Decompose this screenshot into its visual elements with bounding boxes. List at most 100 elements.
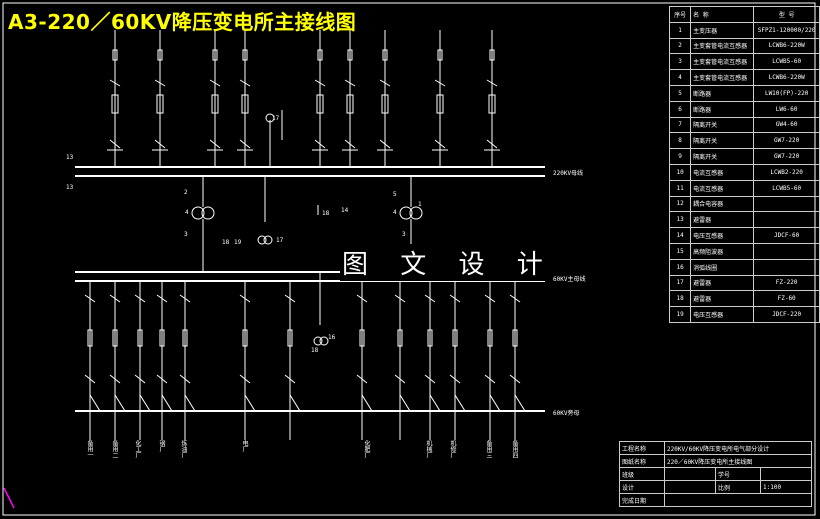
- disconnector: [134, 294, 146, 303]
- bypass-link: [89, 394, 101, 412]
- circuit-breaker: [182, 329, 188, 347]
- feeder-label: 机修厂: [449, 440, 456, 458]
- legend-name: 隔离开关: [690, 132, 755, 150]
- label-13b: 13: [66, 184, 74, 191]
- label-5: 5: [393, 191, 397, 198]
- circuit-breaker: [137, 329, 143, 347]
- circuit-breaker: [488, 94, 496, 114]
- disconnector: [449, 374, 461, 384]
- disconnector: [84, 374, 96, 384]
- disconnector: [449, 294, 461, 303]
- legend-model: 型 号: [753, 6, 820, 23]
- bus-60-bypass-label: 60KV旁母: [553, 410, 580, 417]
- legend-name: 电压互感器: [690, 306, 755, 323]
- legend-name: 主变套管电流互感器: [690, 37, 755, 55]
- feeder-label: 炼油厂: [180, 440, 187, 458]
- legend-name: 耦合电容器: [690, 195, 755, 213]
- disconnector: [379, 139, 391, 149]
- circuit-breaker: [427, 329, 433, 347]
- legend-model: LW10(FP)-220: [753, 84, 820, 102]
- circuit-breaker: [241, 94, 249, 114]
- bay-60-4: [156, 281, 173, 440]
- bypass-link: [184, 394, 196, 412]
- bay-220-8: [432, 30, 448, 167]
- bay-60-12: [484, 281, 501, 440]
- wave-trap: [489, 49, 495, 61]
- legend-name: 避雷器: [690, 211, 755, 229]
- disconnector: [209, 139, 221, 149]
- bypass-link: [514, 394, 526, 412]
- circuit-breaker: [359, 329, 365, 347]
- circuit-breaker: [156, 94, 164, 114]
- title-block: 工程名称 220KV/60KV降压变电所电气部分设计 图纸名称 220／60KV…: [619, 441, 812, 507]
- frame-corner-mark: [3, 487, 15, 509]
- tb-r3-a: 班级: [619, 467, 665, 481]
- legend-name: 避雷器: [690, 274, 755, 292]
- legend-model: [753, 242, 820, 260]
- legend-model: LCWB5-60: [753, 179, 820, 197]
- legend-model: LCWB2-220: [753, 163, 820, 181]
- legend-index: 19: [668, 306, 692, 323]
- label-16: 16: [328, 334, 336, 341]
- circuit-breaker: [397, 329, 403, 347]
- legend-model: [753, 211, 820, 229]
- bypass-link: [139, 394, 151, 412]
- label-3b: 3: [402, 231, 406, 238]
- legend-index: 1: [668, 21, 692, 39]
- legend-index: 10: [668, 163, 692, 181]
- disconnector: [486, 139, 498, 149]
- disconnector: [509, 294, 521, 303]
- tb-r4-a-val: [664, 480, 716, 494]
- bypass-link: [429, 394, 441, 412]
- feeder-label: 备用三: [485, 440, 492, 458]
- legend-name: 断路器: [690, 84, 755, 102]
- circuit-breaker: [381, 94, 389, 114]
- disconnector: [84, 294, 96, 303]
- disconnector: [394, 294, 406, 303]
- bus-220kv: [75, 166, 545, 177]
- tb-r2-value: 220／60KV降压变电所主接线图: [664, 454, 812, 468]
- bus-220-label: 220KV母线: [553, 170, 584, 177]
- disconnector: [156, 374, 168, 384]
- circuit-breaker: [112, 329, 118, 347]
- disconnector: [156, 294, 168, 303]
- circuit-breaker: [211, 94, 219, 114]
- label-1: 1: [418, 201, 422, 208]
- disconnector: [154, 139, 166, 149]
- legend-index: 14: [668, 227, 692, 244]
- bypass-link: [361, 394, 373, 412]
- feeder-label: 备用四: [511, 440, 518, 458]
- bay-60-11: [449, 281, 466, 440]
- circuit-breaker: [316, 94, 324, 114]
- disconnector: [179, 294, 191, 303]
- bay-60-6: [239, 281, 256, 440]
- feeder-label: 钢厂: [158, 440, 165, 452]
- legend-header-row: 序号名 称型 号: [668, 6, 820, 23]
- legend-model: [753, 195, 820, 213]
- bay-220-5: [312, 30, 328, 167]
- legend-index: 9: [668, 148, 692, 165]
- disconnector: [109, 294, 121, 303]
- feeder-label: 备用一: [86, 440, 93, 458]
- label-14: 14: [341, 207, 349, 214]
- disconnector: [179, 374, 191, 384]
- wave-trap: [317, 49, 323, 61]
- bypass-link: [489, 394, 501, 412]
- disconnector: [239, 294, 251, 303]
- circuit-breaker: [487, 329, 493, 347]
- legend-index: 11: [668, 179, 692, 197]
- disconnector: [154, 79, 166, 87]
- disconnector: [314, 139, 326, 149]
- wave-trap: [242, 49, 248, 61]
- wave-trap: [347, 49, 353, 61]
- legend-name: 主变压器: [690, 21, 755, 39]
